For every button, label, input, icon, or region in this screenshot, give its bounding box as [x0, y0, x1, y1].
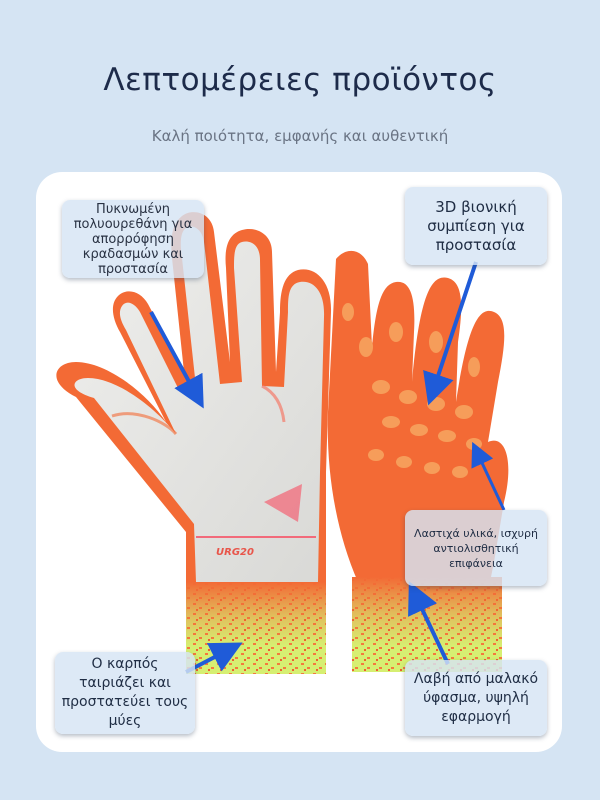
callout-rubber-text: Λαστιχά υλικά, ισχυρή αντιολισθητική επι…	[414, 526, 538, 570]
callout-cuff-text: Λαβή από μαλακό ύφασμα, υψηλή εφαρμογή	[413, 670, 539, 725]
arrow-icon	[423, 261, 478, 406]
page-subtitle: Καλή ποιότητα, εμφανής και αυθεντική	[151, 127, 449, 145]
gloves-illustration: URG20	[56, 212, 509, 674]
palm-glove: URG20	[56, 212, 332, 674]
glove-label: URG20	[216, 547, 254, 558]
callout-rubber: Λαστιχά υλικά, ισχυρή αντιολισθητική επι…	[405, 510, 547, 586]
callout-foam: Πυκνωμένη πολυουρεθάνη για απορρόφηση κρ…	[62, 200, 204, 278]
callout-foam-text: Πυκνωμένη πολυουρεθάνη για απορρόφηση κρ…	[73, 201, 193, 277]
callout-bionic: 3D βιονική συμπίεση για προστασία	[405, 187, 547, 265]
callout-wrist: Ο καρπός ταιριάζει και προστατεύει τους …	[55, 652, 195, 734]
arrow-icon	[149, 311, 204, 409]
callout-cuff: Λαβή από μαλακό ύφασμα, υψηλή εφαρμογή	[405, 660, 547, 736]
page-title: Λεπτομέρειες προϊόντος	[103, 62, 497, 98]
arrow-icon	[471, 441, 506, 511]
callout-wrist-text: Ο καρπός ταιριάζει και προστατεύει τους …	[61, 656, 189, 729]
callout-bionic-text: 3D βιονική συμπίεση για προστασία	[427, 197, 525, 254]
arrow-icon	[408, 581, 450, 665]
